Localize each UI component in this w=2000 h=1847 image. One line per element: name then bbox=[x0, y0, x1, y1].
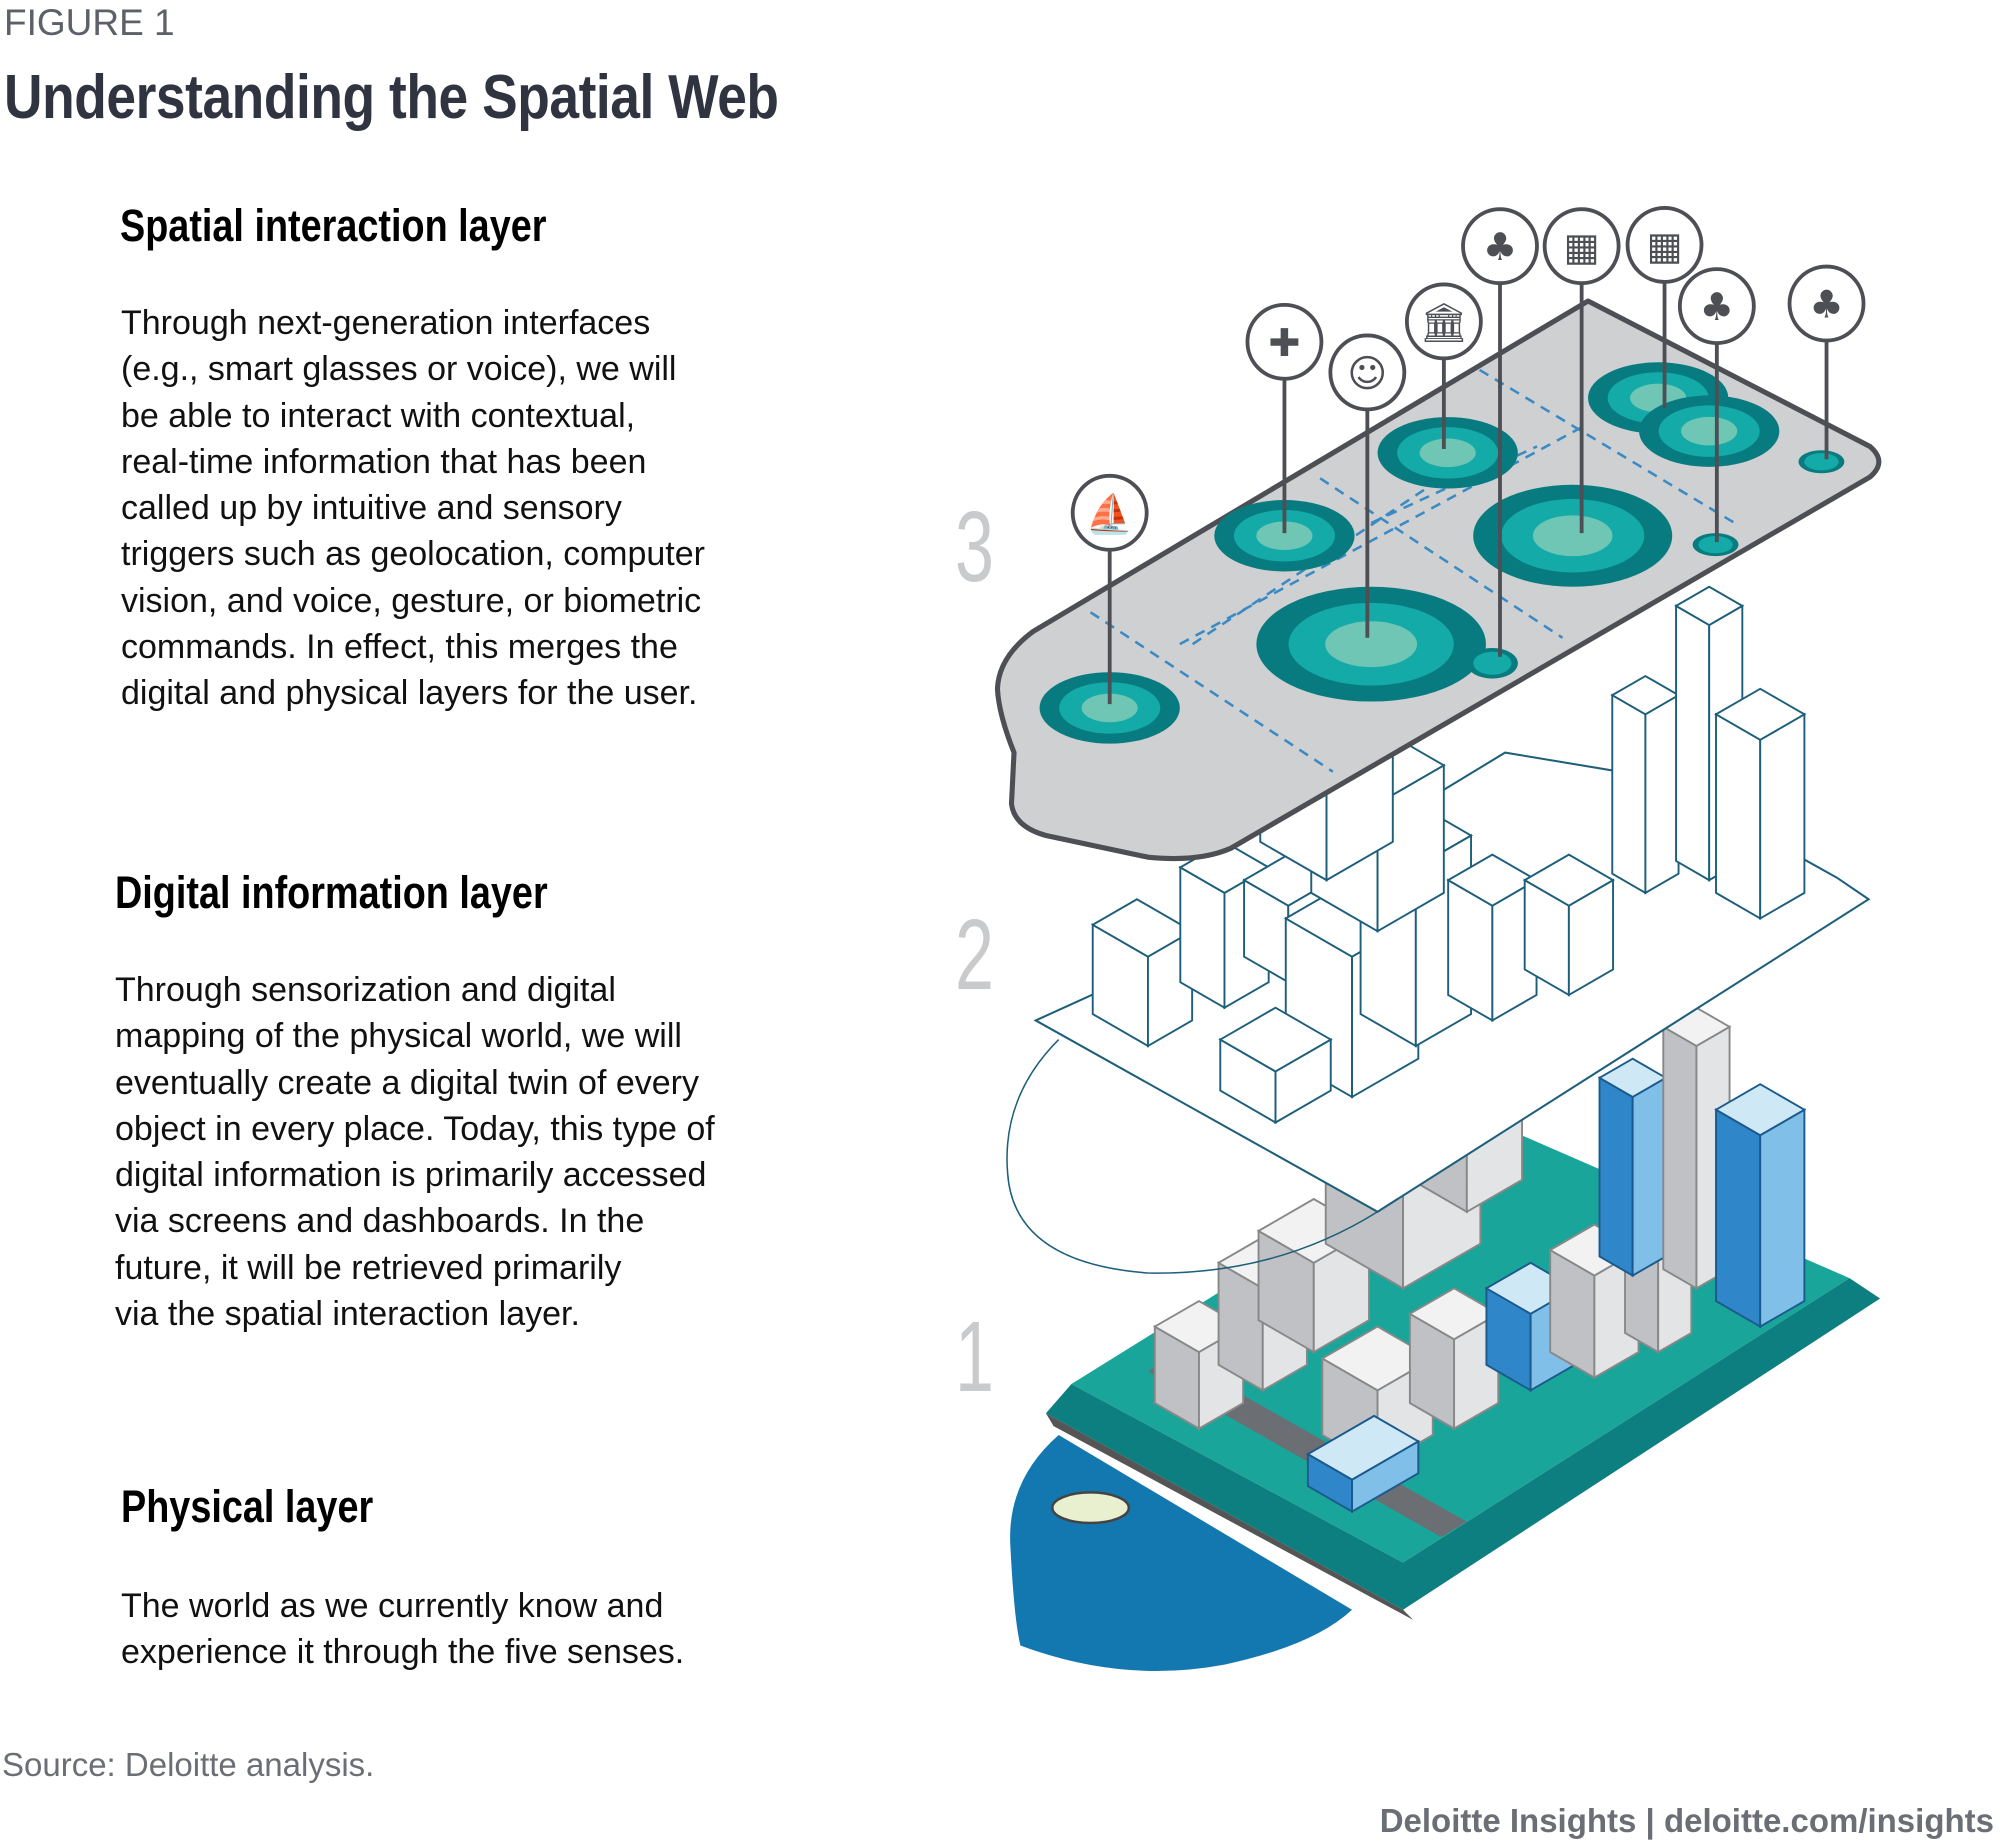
text-line: real-time information that has been bbox=[121, 442, 647, 481]
layer-2-heading: Digital information layer bbox=[115, 867, 548, 918]
wireframe-building bbox=[1714, 687, 1807, 921]
hotspot bbox=[1256, 586, 1486, 702]
text-line: The world as we currently know and bbox=[121, 1587, 664, 1625]
hotspot bbox=[1039, 672, 1180, 744]
tree-icon: ♣ bbox=[1483, 225, 1517, 270]
text-line: object in every place. Today, this type … bbox=[115, 1109, 715, 1148]
source-note: Source: Deloitte analysis. bbox=[2, 1746, 375, 1783]
location-pin: ▦ bbox=[1625, 206, 1704, 409]
hotspot bbox=[1798, 450, 1845, 474]
museum-icon: 🏛 bbox=[1420, 300, 1469, 345]
hotspot bbox=[1377, 417, 1518, 489]
text-line: called up by intuitive and sensory bbox=[121, 489, 622, 528]
location-pin: ☺ bbox=[1328, 333, 1407, 638]
spatial-interaction-layer-illustration: ⛵ ✚ ☺ 🏛 ♣ ▦ ▦ ♣ ♣ bbox=[994, 206, 1882, 862]
boat bbox=[1051, 1491, 1131, 1525]
layer-number-1: 1 bbox=[955, 1301, 994, 1413]
text-line: be able to interact with contextual, bbox=[121, 396, 636, 435]
tree-icon: ♣ bbox=[1700, 285, 1734, 330]
figure-label: FIGURE 1 bbox=[4, 2, 175, 43]
text-line: triggers such as geolocation, computer bbox=[121, 535, 705, 574]
building bbox=[1407, 1287, 1501, 1431]
text-line: digital information is primarily accesse… bbox=[115, 1156, 707, 1195]
layer-1-heading: Physical layer bbox=[121, 1481, 374, 1532]
hotspot bbox=[1466, 647, 1518, 679]
text-line: Through next-generation interfaces bbox=[121, 304, 651, 342]
layer-3-description: Through next-generation interfaces (e.g.… bbox=[121, 300, 705, 717]
wireframe-building bbox=[1522, 853, 1615, 997]
location-pin: ♣ bbox=[1461, 207, 1539, 657]
building bbox=[1714, 1083, 1807, 1329]
location-pin: ♣ bbox=[1677, 267, 1756, 543]
building-icon: ▦ bbox=[1646, 224, 1682, 269]
wireframe-building bbox=[1446, 853, 1539, 1023]
text-line: via screens and dashboards. In the bbox=[115, 1202, 645, 1241]
ground-base bbox=[1045, 1278, 1881, 1610]
location-pin: ♣ bbox=[1787, 264, 1866, 460]
text-line: vision, and voice, gesture, or biometric bbox=[121, 581, 702, 620]
footer-credit: Deloitte Insights | deloitte.com/insight… bbox=[1379, 1802, 1994, 1839]
location-pin: ⛵ bbox=[1070, 473, 1149, 705]
text-line: experience it through the five senses. bbox=[121, 1633, 685, 1672]
layer-2-description: Through sensorization and digital mappin… bbox=[115, 967, 715, 1337]
wire-shoreline bbox=[1006, 1039, 1378, 1274]
location-pin: 🏛 bbox=[1404, 282, 1483, 449]
building bbox=[1305, 1414, 1421, 1514]
wireframe-building bbox=[1218, 1006, 1333, 1125]
layer-3-heading: Spatial interaction layer bbox=[120, 200, 547, 251]
hotspot bbox=[1639, 395, 1780, 467]
layer-1-description: The world as we currently know and exper… bbox=[121, 1583, 684, 1676]
text-line: eventually create a digital twin of ever… bbox=[115, 1063, 699, 1102]
layer-number-2: 2 bbox=[955, 899, 994, 1011]
building bbox=[1484, 1261, 1577, 1393]
location-pin: ✚ bbox=[1245, 302, 1324, 534]
text-line: Through sensorization and digital bbox=[115, 971, 616, 1009]
text-line: mapping of the physical world, we will bbox=[115, 1017, 682, 1056]
medical-cross-icon: ✚ bbox=[1268, 321, 1300, 366]
pier bbox=[1045, 1413, 1414, 1620]
layer-number-3: 3 bbox=[955, 491, 994, 603]
person-icon: ☺ bbox=[1347, 351, 1387, 396]
location-pin: ▦ bbox=[1542, 207, 1621, 534]
building-icon: ▦ bbox=[1564, 225, 1600, 270]
text-line: (e.g., smart glasses or voice), we will bbox=[121, 350, 677, 389]
tree-icon: ♣ bbox=[1809, 283, 1843, 328]
text-line: commands. In effect, this merges the bbox=[121, 628, 678, 667]
wireframe-building bbox=[1610, 674, 1681, 895]
page-title: Understanding the Spatial Web bbox=[4, 63, 779, 132]
text-line: future, it will be retrieved primarily bbox=[115, 1248, 622, 1287]
hotspot bbox=[1473, 484, 1673, 587]
building bbox=[1597, 1057, 1668, 1278]
hotspot bbox=[1692, 533, 1739, 557]
hotspot bbox=[1214, 500, 1355, 572]
text-line: via the spatial interaction layer. bbox=[115, 1295, 580, 1334]
boat-icon: ⛵ bbox=[1086, 492, 1134, 537]
text-line: digital and physical layers for the user… bbox=[121, 674, 698, 713]
